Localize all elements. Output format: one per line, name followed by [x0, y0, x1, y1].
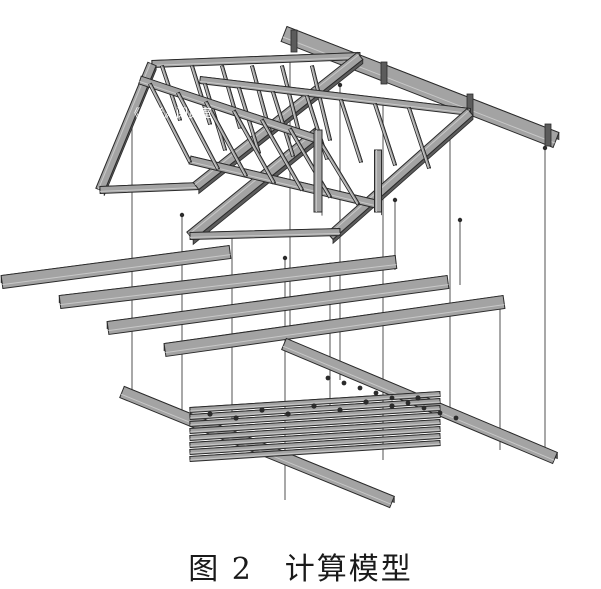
transverse-beam-2-highlight [60, 264, 397, 306]
hanger-rod-10-top-node [542, 145, 548, 151]
floor-node-7 [363, 399, 369, 405]
transverse-beam-4-highlight [165, 304, 505, 354]
edge-node-6 [405, 400, 411, 406]
watermark-text: 《读者》阅览室 [128, 106, 213, 120]
floor-joist-5-highlight [190, 422, 441, 440]
hanger-rod-2-top-node [179, 212, 185, 218]
edge-node-2 [341, 380, 347, 386]
top-beam-stiffener-1 [290, 29, 298, 53]
truss-1-top-chord-highlight [152, 56, 361, 66]
steel-members [0, 25, 560, 509]
floor-node-6 [337, 407, 343, 413]
long-truss-web-3-highlight [205, 102, 246, 177]
floor-node-4 [285, 411, 291, 417]
floor-node-5 [311, 403, 317, 409]
structure-drawing [0, 25, 560, 509]
truss-1-web-5-highlight [280, 66, 300, 137]
transverse-beam-3 [106, 274, 450, 336]
truss-2-left-rafter-highlight [188, 130, 318, 235]
truss-2-web-7-highlight [407, 108, 429, 169]
floor-joist-6-highlight [190, 429, 441, 447]
hanger-rod-12-top-node [457, 217, 463, 223]
truss-1-web-6-highlight [310, 66, 330, 141]
truss-1-web-2-highlight [190, 66, 210, 125]
edge-node-4 [373, 390, 379, 396]
transverse-beam-1-highlight [2, 254, 231, 286]
truss-2-right-rafter [326, 107, 474, 241]
edge-node-3 [357, 385, 363, 391]
edge-node-8 [437, 410, 443, 416]
edge-node-1 [325, 375, 331, 381]
long-truss-web-7-highlight [317, 138, 358, 205]
long-truss-post [313, 129, 323, 213]
truss-2-bottom-chord-highlight [190, 232, 341, 238]
long-truss-web-1-highlight [149, 84, 190, 163]
floor-joist-1-highlight [190, 394, 441, 412]
floor-node-8 [389, 403, 395, 409]
truss-2-top-chord-highlight [199, 80, 470, 114]
edge-node-9 [453, 415, 459, 421]
transverse-beam-2 [58, 254, 398, 310]
hanger-rod-4-top-node [282, 255, 288, 261]
transverse-beam-1 [0, 244, 232, 290]
floor-joist-2-highlight [190, 401, 441, 419]
truss-1-top-chord [151, 51, 361, 69]
floor-node-1 [207, 411, 213, 417]
floor-joist-4-highlight [190, 415, 441, 433]
truss-1-bottom-chord-highlight [100, 186, 201, 192]
floor-node-9 [415, 395, 421, 401]
long-truss-bottom-chord-highlight [189, 161, 380, 208]
floor-joist-7-highlight [190, 436, 441, 454]
transverse-beam-4 [163, 294, 506, 358]
long-truss-web-2-highlight [177, 93, 218, 170]
truss-2-right-rafter-highlight [328, 110, 470, 236]
long-truss-web-5-highlight [261, 120, 302, 191]
long-truss-web-6-highlight [289, 129, 330, 198]
floor-joist-3-highlight [190, 408, 441, 426]
floor-node-3 [259, 407, 265, 413]
floor-node-2 [233, 415, 239, 421]
truss-1-right-rafter-highlight [194, 54, 360, 185]
truss-2-web-5-highlight [339, 100, 361, 163]
hanger-rod-6-top-node [337, 82, 343, 88]
edge-node-5 [389, 395, 395, 401]
top-beam-stiffener-2 [380, 61, 388, 85]
truss-2-web-6-highlight [373, 104, 395, 166]
floor-joist-8-highlight [190, 443, 441, 461]
long-truss-web-4-highlight [233, 111, 274, 184]
long-truss-end-post [374, 149, 382, 213]
transverse-beam-3-highlight [108, 284, 449, 332]
top-beam-stiffener-4 [544, 123, 552, 147]
edge-node-7 [421, 405, 427, 411]
figure-caption: 图 2 计算模型 [188, 552, 413, 587]
hanger-rod-11-top-node [392, 197, 398, 203]
